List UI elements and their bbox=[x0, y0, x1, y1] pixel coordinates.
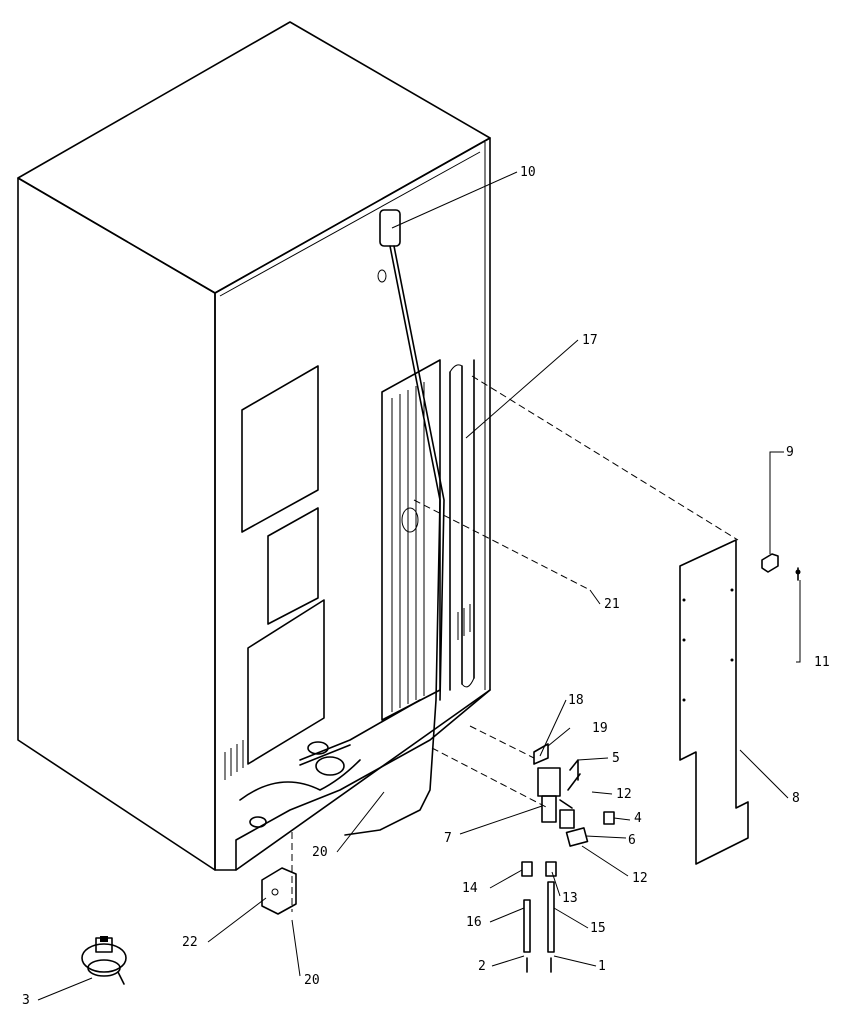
callout-11: 11 bbox=[814, 655, 830, 670]
shutoff-valve-3 bbox=[81, 936, 127, 985]
callout-10: 10 bbox=[520, 165, 536, 180]
side-panel bbox=[679, 539, 749, 865]
callout-21: 21 bbox=[604, 597, 620, 612]
bracket-18-19 bbox=[533, 743, 549, 765]
callout-14: 14 bbox=[462, 881, 478, 896]
lower-vents bbox=[224, 604, 471, 780]
water-tubing bbox=[299, 209, 445, 836]
bracket-22 bbox=[261, 867, 297, 915]
refrigerator-cabinet bbox=[17, 21, 491, 871]
water-valve-assembly bbox=[537, 759, 615, 847]
callout-2: 2 bbox=[478, 959, 486, 974]
callout-4: 4 bbox=[634, 811, 642, 826]
callout-7: 7 bbox=[444, 831, 452, 846]
callout-12-upper: 12 bbox=[616, 787, 632, 802]
callout-15: 15 bbox=[590, 921, 606, 936]
callout-22: 22 bbox=[182, 935, 198, 950]
rear-labels bbox=[241, 365, 325, 765]
callout-12-lower: 12 bbox=[632, 871, 648, 886]
tube-16-and-fittings bbox=[521, 861, 533, 973]
callout-6: 6 bbox=[628, 833, 636, 848]
callout-1: 1 bbox=[598, 959, 606, 974]
bracket-9 bbox=[761, 553, 779, 573]
base-tray bbox=[235, 689, 491, 871]
callout-18: 18 bbox=[568, 693, 584, 708]
tube-15-and-fittings bbox=[545, 861, 557, 973]
callout-16: 16 bbox=[466, 915, 482, 930]
callout-8: 8 bbox=[792, 791, 800, 806]
condenser-coil bbox=[381, 359, 475, 721]
callout-19: 19 bbox=[592, 721, 608, 736]
screw-11 bbox=[795, 567, 801, 581]
callout-13: 13 bbox=[562, 891, 578, 906]
callout-3: 3 bbox=[22, 993, 30, 1008]
callout-20-lower: 20 bbox=[304, 973, 320, 988]
callout-5: 5 bbox=[612, 751, 620, 766]
callout-labels: 10 17 9 21 11 18 19 5 12 8 4 7 6 20 12 1… bbox=[22, 165, 830, 1008]
callout-20-upper: 20 bbox=[312, 845, 328, 860]
callout-9: 9 bbox=[786, 445, 794, 460]
callout-17: 17 bbox=[582, 333, 598, 348]
leader-lines bbox=[37, 171, 801, 1001]
